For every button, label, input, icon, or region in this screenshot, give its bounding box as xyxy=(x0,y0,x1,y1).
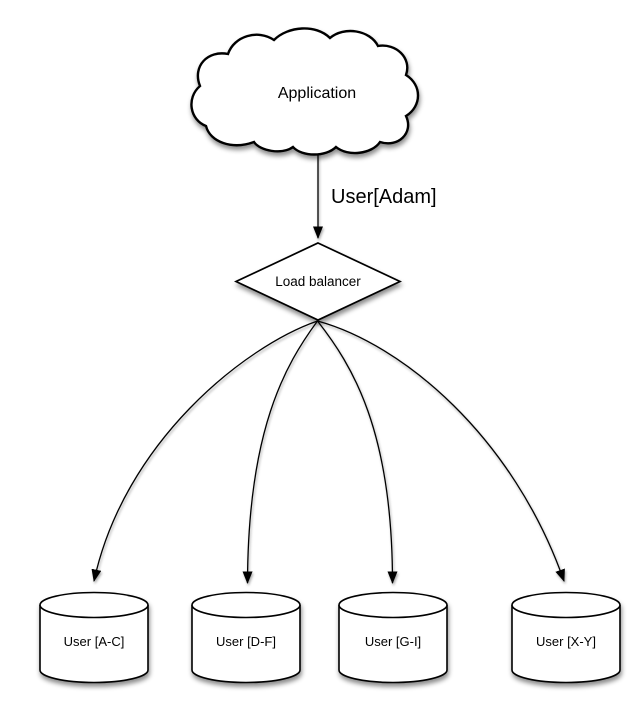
database-cylinder-icon xyxy=(191,605,301,684)
diamond-icon xyxy=(233,242,403,321)
shard-label-x-y: User [X-Y] xyxy=(536,634,596,649)
load-balancer-label: Load balancer xyxy=(275,274,361,289)
cylinder-top-icon xyxy=(39,591,149,619)
cloud-icon xyxy=(190,27,420,156)
cylinder-top-icon xyxy=(511,591,621,619)
edge-loadbalancer-to-user-g-i xyxy=(316,320,398,584)
application-label: Application xyxy=(278,85,356,102)
database-cylinder-icon xyxy=(338,605,448,684)
edge-loadbalancer-to-user-d-f xyxy=(242,320,319,584)
shard-label-d-f: User [D-F] xyxy=(216,634,276,649)
node-load-balancer: Load balancer xyxy=(233,242,403,321)
cylinder-top-icon xyxy=(191,591,301,619)
shard-label-a-c: User [A-C] xyxy=(64,634,125,649)
edges-layer xyxy=(91,151,565,584)
edge-loadbalancer-to-user-x-y xyxy=(317,320,565,582)
node-shard-user-a-c: User [A-C] xyxy=(39,591,149,684)
cylinder-top-icon xyxy=(338,591,448,619)
node-application: Application xyxy=(190,27,420,156)
database-cylinder-icon xyxy=(511,605,621,684)
node-shard-user-x-y: User [X-Y] xyxy=(511,591,621,684)
node-shard-user-g-i: User [G-I] xyxy=(338,591,448,684)
edge-label-user-adam: User[Adam] xyxy=(331,186,437,208)
shard-label-g-i: User [G-I] xyxy=(365,634,421,649)
edge-loadbalancer-to-user-a-c xyxy=(91,320,318,582)
database-cylinder-icon xyxy=(39,605,149,684)
node-shard-user-d-f: User [D-F] xyxy=(191,591,301,684)
